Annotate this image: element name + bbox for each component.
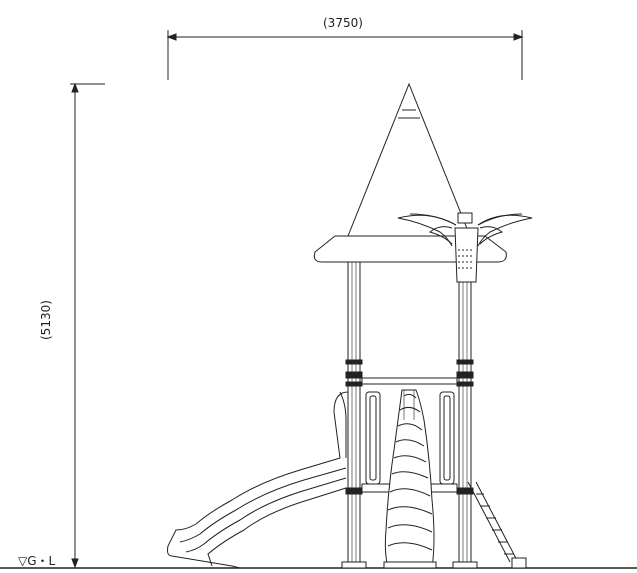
- slide: [167, 391, 349, 569]
- cone-roof: [347, 82, 471, 237]
- height-dimension-label: (5130): [39, 300, 53, 340]
- climbing-wall: [384, 389, 435, 569]
- height-dimension-line: [70, 82, 105, 569]
- side-panel-left: [365, 391, 381, 485]
- width-dimension-line: [166, 30, 524, 80]
- ladder: [467, 481, 527, 569]
- top-rail: [361, 377, 458, 385]
- width-dimension-label: (3750): [323, 16, 363, 30]
- periscope-ornament: [397, 212, 533, 283]
- side-panel-right: [439, 391, 455, 485]
- footings: [341, 561, 478, 569]
- post-left: [347, 261, 361, 569]
- ground-level-label: ▽G・L: [18, 554, 56, 568]
- post-clamps: [345, 359, 474, 495]
- post-right: [458, 281, 472, 569]
